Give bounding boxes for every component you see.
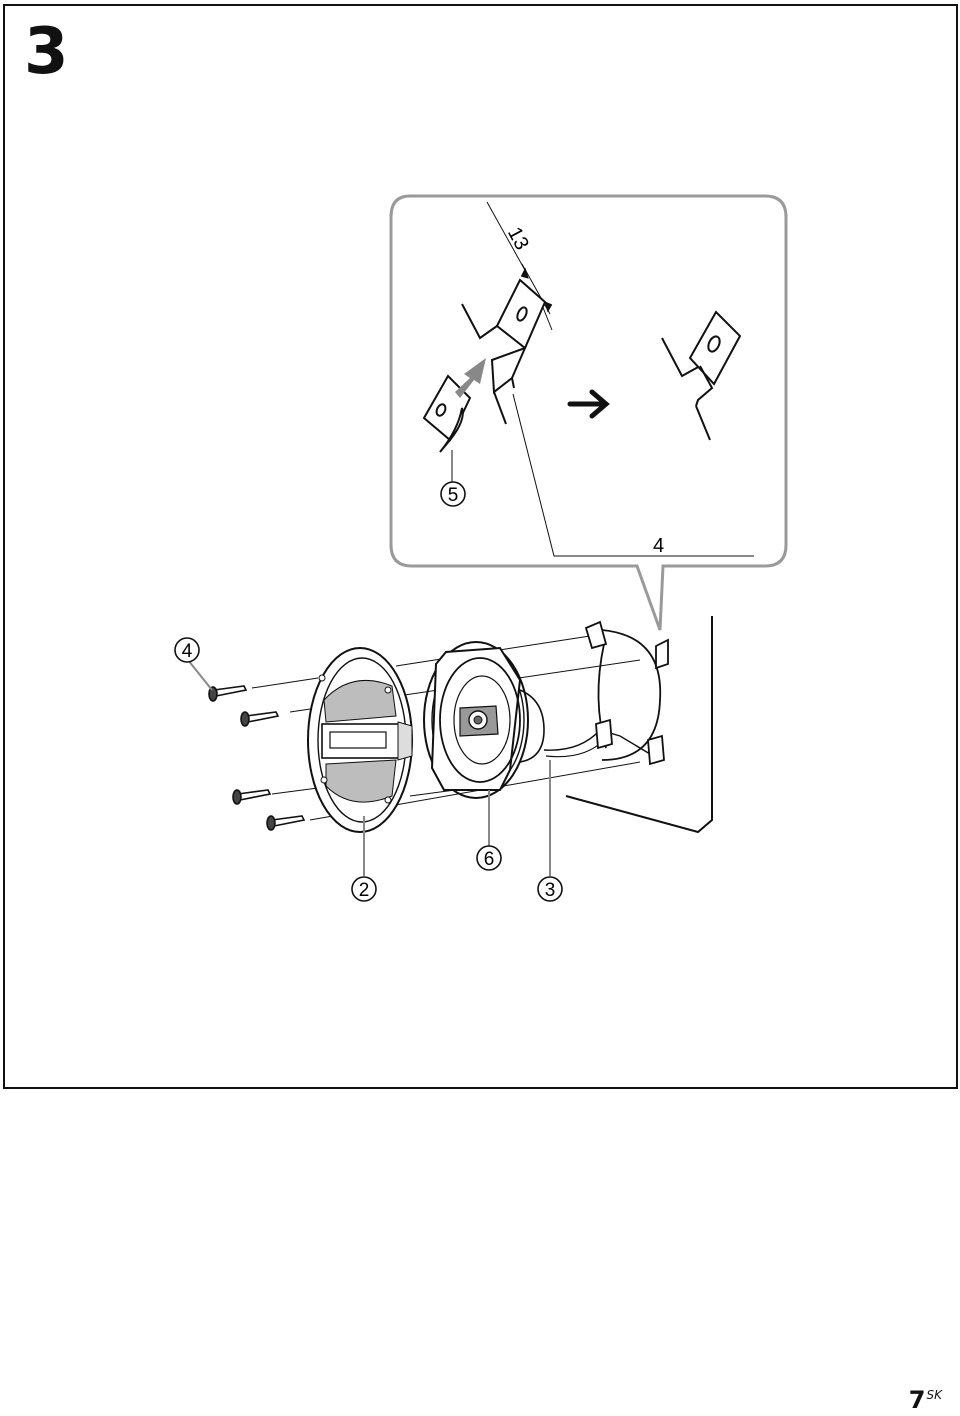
screw-set	[208, 685, 306, 831]
svg-text:4: 4	[182, 641, 193, 662]
installation-illustration: 13 4 5	[174, 194, 788, 902]
part-leader	[512, 393, 754, 557]
part-label: 4	[653, 535, 664, 557]
screw	[208, 685, 248, 702]
insert-arrow-icon	[455, 358, 486, 398]
clip-marker: 5	[440, 481, 466, 507]
figure-frame	[3, 4, 958, 1089]
step-number: 3	[24, 15, 69, 89]
screw	[232, 789, 272, 805]
screw-leader	[187, 659, 213, 691]
page-number: 7	[908, 1386, 926, 1414]
speaker-unit	[430, 646, 661, 791]
mounting-bracket	[584, 620, 669, 766]
screw	[266, 815, 306, 831]
screws-marker: 4	[174, 637, 200, 663]
grille-marker: 2	[351, 876, 377, 902]
page-footer: 7SK	[909, 1386, 942, 1414]
callout-bubble	[389, 194, 788, 631]
speaker-grille	[307, 647, 413, 833]
panel-before	[461, 278, 547, 425]
screw	[240, 711, 280, 727]
svg-text:2: 2	[359, 880, 370, 901]
svg-text:5: 5	[448, 485, 459, 506]
result-arrow-icon	[567, 389, 610, 419]
car-panel-outline	[565, 616, 713, 834]
unit-marker: 3	[537, 876, 563, 902]
svg-text:6: 6	[484, 849, 495, 870]
svg-text:3: 3	[545, 880, 556, 901]
panel-after	[661, 310, 742, 441]
gasket-marker: 6	[476, 845, 502, 871]
language-suffix: SK	[926, 1388, 943, 1402]
